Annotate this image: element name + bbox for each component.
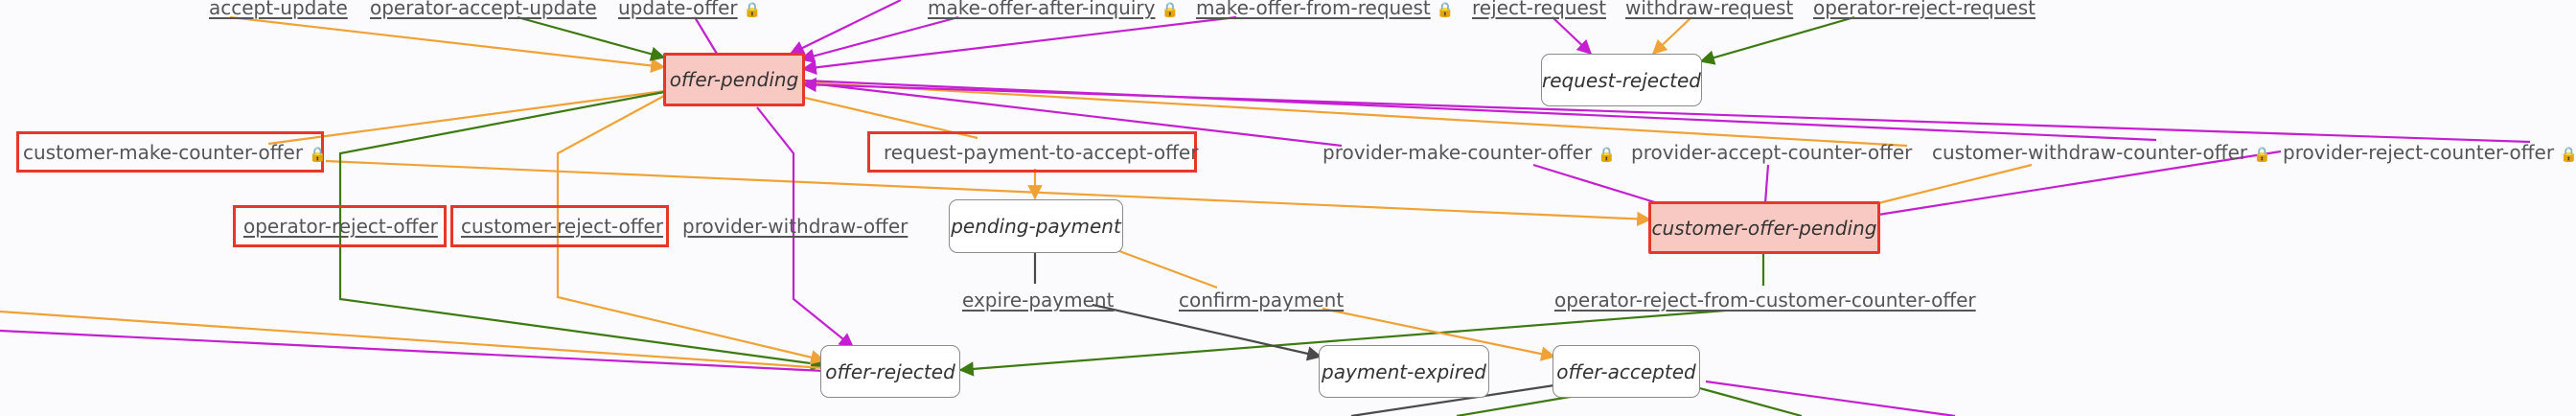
edge-pmco-to-cop [1532,163,1659,205]
transition-expire-payment[interactable]: expire-payment [962,289,1115,312]
edge-operator-reject-request [1699,15,1855,65]
node-request-rejected[interactable]: request-rejected [1541,54,1702,106]
edge-expire-to-payment-expired [1092,303,1322,361]
transition-provider-reject-counter-offer[interactable]: provider-reject-counter-offer🔒 [2283,141,2576,164]
transition-operator-reject-from-customer-counter-offer[interactable]: operator-reject-from-customer-counter-of… [1554,289,1976,312]
highlight-operator-reject-offer [233,205,447,247]
node-pending-payment[interactable]: pending-payment [949,199,1123,253]
edge-withdraw-request [1651,16,1692,56]
transition-make-offer-from-request[interactable]: make-offer-from-request🔒 [1196,0,1455,19]
edge-long-purple-2 [801,77,2531,144]
edge-accept-update [229,15,666,74]
edge-provider-make-counter-offer [802,81,1343,148]
highlight-customer-reject-offer [450,205,669,247]
node-offer-accepted[interactable]: offer-accepted [1552,345,1700,398]
edge-pacco-to-cop [1763,164,1770,204]
transition-customer-make-counter-offer[interactable]: customer-make-counter-offer🔒 [23,141,327,164]
edge-long-purple-1 [802,79,2157,142]
highlight-request-payment-to-accept-offer [867,131,1197,173]
lock-icon: 🔒 [309,146,327,163]
edge-confirm-to-offer-accepted [1322,307,1556,361]
edge-reject-request [1552,16,1593,56]
edge-cop-to-prco [1877,150,2282,217]
transition-operator-reject-offer[interactable]: operator-reject-offer [243,215,438,238]
transition-operator-accept-update[interactable]: operator-accept-update [370,0,597,19]
edge-cop-to-cwco [1877,163,2033,205]
edge-left-purple [0,329,825,373]
edge-operator-accept-update [517,15,666,61]
edge-customer-reject-offer [556,95,826,365]
edge-customer-withdraw-counter-offer [802,81,1908,148]
edge-offer-accepted-gray [1350,383,1555,416]
edge-provider-withdraw-offer [756,106,855,348]
transition-confirm-payment[interactable]: confirm-payment [1179,289,1345,312]
transition-provider-accept-counter-offer[interactable]: provider-accept-counter-offer [1631,141,1913,164]
edge-left-orange [0,310,825,370]
edge-make-offer-from-request [801,15,1237,76]
transition-withdraw-request[interactable]: withdraw-request [1625,0,1794,19]
node-payment-expired[interactable]: payment-expired [1319,345,1489,398]
transition-customer-withdraw-counter-offer[interactable]: customer-withdraw-counter-offer🔒 [1932,141,2271,164]
node-offer-rejected[interactable]: offer-rejected [820,345,960,398]
lock-icon: 🔒 [1161,1,1180,18]
lock-icon: 🔒 [2560,146,2576,163]
edge-update-offer [694,16,718,55]
transition-customer-reject-offer[interactable]: customer-reject-offer [461,215,664,238]
transition-reject-request[interactable]: reject-request [1472,0,1607,19]
edge-operator-reject-from-cco [958,309,1726,377]
node-customer-offer-pending[interactable]: customer-offer-pending [1648,201,1880,254]
lock-icon: 🔒 [2253,146,2271,163]
edge-offer-accepted-green-1 [1456,393,1582,416]
lock-icon: 🔒 [1436,1,1455,18]
lock-icon: 🔒 [1598,146,1616,163]
edge-offer-accepted-green-2 [1695,385,1803,416]
edge-offer-accepted-purple [1705,380,1956,416]
transition-accept-update[interactable]: accept-update [209,0,348,19]
edge-operator-reject-offer [338,90,826,371]
highlight-customer-make-counter-offer [16,131,324,173]
transition-provider-make-counter-offer[interactable]: provider-make-counter-offer🔒 [1322,141,1616,164]
edge-cmco-to-customer-offer-pending [325,159,1652,227]
lock-icon: 🔒 [743,1,762,18]
transition-provider-withdraw-offer[interactable]: provider-withdraw-offer [682,215,908,238]
edge-pending-payment-to-confirm [1118,249,1218,289]
node-offer-pending[interactable]: offer-pending [663,53,805,106]
transition-operator-reject-request[interactable]: operator-reject-request [1813,0,2036,19]
transition-request-payment-to-accept-offer[interactable]: request-payment-to-accept-offer [884,141,1199,164]
transition-make-offer-after-inquiry[interactable]: make-offer-after-inquiry🔒 [928,0,1180,19]
edge-top-purple [789,0,902,55]
edge-offer-pending-to-cmco [267,89,665,146]
edge-make-offer-after-inquiry [799,15,959,63]
transition-update-offer[interactable]: update-offer🔒 [618,0,762,19]
